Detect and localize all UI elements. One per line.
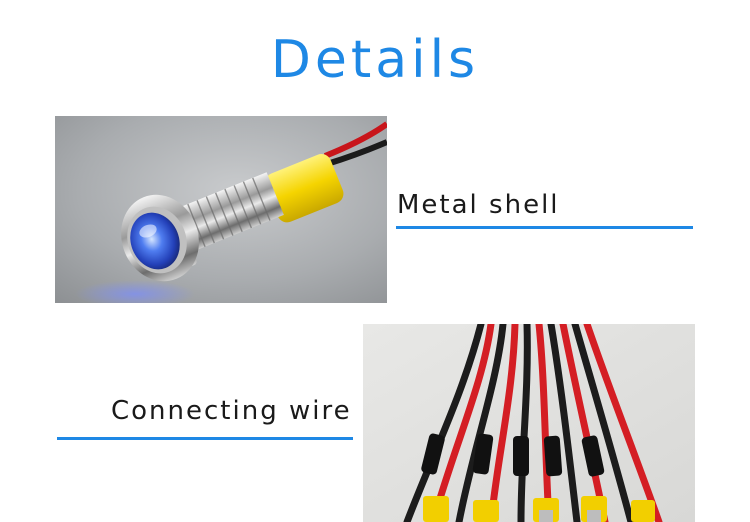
metal-shell-photo [55,116,387,303]
metal-shell-caption: Metal shell [397,190,560,220]
connecting-wire-caption: Connecting wire [111,396,352,426]
connecting-wire-underline [57,437,353,440]
page-title: Details [270,30,480,90]
metal-shell-underline [396,226,693,229]
connecting-wire-photo [363,324,695,522]
